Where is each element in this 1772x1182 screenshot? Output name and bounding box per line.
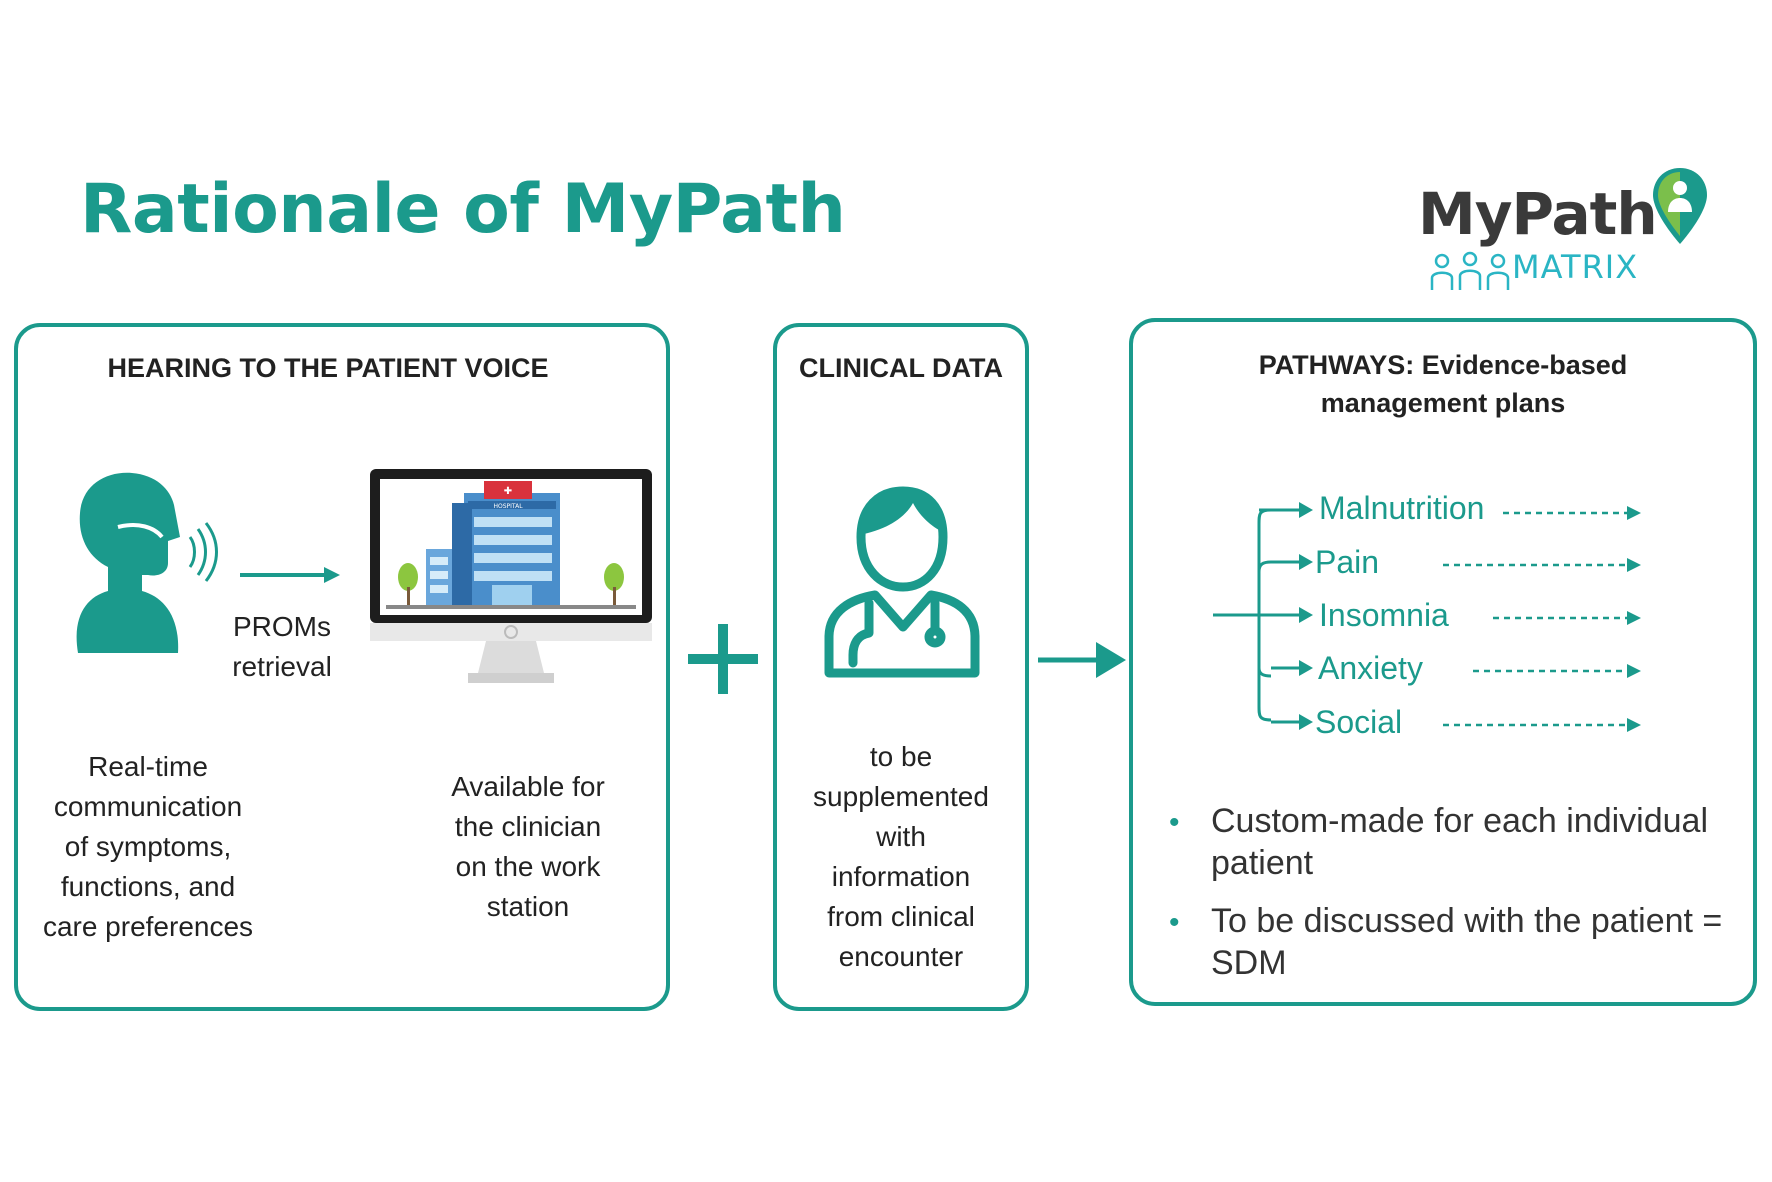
clinical-data-text: to be supplemented with information from… <box>777 737 1025 977</box>
text-line: information <box>831 861 971 892</box>
bullet-dot: • <box>1169 806 1180 839</box>
bullet-line: To be discussed with the patient = <box>1211 902 1723 940</box>
page-title: Rationale of MyPath <box>80 170 846 249</box>
flow-arrow-icon <box>1038 642 1126 678</box>
brand-name: MyPath <box>1418 180 1658 248</box>
pathway-pain: Pain <box>1315 544 1380 580</box>
text-line: Real-time <box>88 751 208 782</box>
text-line: functions, and <box>60 871 236 902</box>
bullet-line: Custom-made for each individual <box>1211 802 1709 840</box>
location-pin-icon <box>1653 168 1707 244</box>
svg-text:✚: ✚ <box>504 486 512 497</box>
panel-title-line: management plans <box>1320 388 1566 418</box>
bullet-custom-made: Custom-made for each individual patient <box>1211 800 1751 884</box>
arrow-label-line: PROMs <box>233 611 331 642</box>
text-line: on the work <box>455 851 601 882</box>
brand-subtitle: MATRIX <box>1512 248 1639 286</box>
text-line: supplemented <box>813 781 989 812</box>
arrow-label: PROMs retrieval <box>202 607 362 687</box>
text-line: to be <box>869 741 933 772</box>
panel-title: CLINICAL DATA <box>799 353 1003 383</box>
text-line: station <box>486 891 570 922</box>
bullet-dot: • <box>1169 906 1180 939</box>
panel-title: HEARING TO THE PATIENT VOICE <box>107 353 549 383</box>
text-line: of symptoms, <box>64 831 232 862</box>
plus-icon <box>688 624 758 694</box>
panel-title-line: PATHWAYS: Evidence-based <box>1258 350 1628 380</box>
people-icon <box>1430 251 1510 290</box>
patient-communication-text: Real-time communication of symptoms, fun… <box>18 747 278 947</box>
pathway-social: Social <box>1315 704 1403 740</box>
mypath-logo: MyPath MATRIX <box>1410 160 1710 300</box>
text-line: from clinical <box>827 901 975 932</box>
doctor-icon <box>824 486 980 678</box>
pathways-panel: PATHWAYS: Evidence-based management plan… <box>1129 318 1757 1006</box>
clinical-data-panel: CLINICAL DATA to be supplemented with in… <box>773 323 1029 1011</box>
text-line: communication <box>53 791 243 822</box>
speaking-person-icon <box>76 472 218 653</box>
panel-title: PATHWAYS: Evidence-based management plan… <box>1133 346 1753 422</box>
bullet-line: patient <box>1211 844 1314 882</box>
bullet-line: SDM <box>1211 944 1287 982</box>
bullet-discussed: To be discussed with the patient = SDM <box>1211 900 1751 984</box>
retrieval-arrow-icon <box>240 567 340 583</box>
patient-voice-panel: HEARING TO THE PATIENT VOICE PROMs retri… <box>14 323 670 1011</box>
pathway-anxiety: Anxiety <box>1318 650 1423 686</box>
text-line: the clinician <box>454 811 602 842</box>
text-line: with <box>876 821 926 852</box>
arrow-label-line: retrieval <box>232 651 332 682</box>
hospital-sign: HOSPITAL <box>493 503 523 510</box>
pathway-insomnia: Insomnia <box>1319 597 1449 633</box>
text-line: Available for <box>451 771 605 802</box>
text-line: encounter <box>838 941 964 972</box>
pathway-branches <box>1213 502 1313 730</box>
monitor-hospital-icon: ✚ HOSPITAL <box>370 469 652 683</box>
text-line: care preferences <box>42 911 254 942</box>
pathway-malnutrition: Malnutrition <box>1319 490 1485 526</box>
pathway-dashed-arrows <box>1443 506 1641 732</box>
work-station-text: Available for the clinician on the work … <box>408 767 648 927</box>
